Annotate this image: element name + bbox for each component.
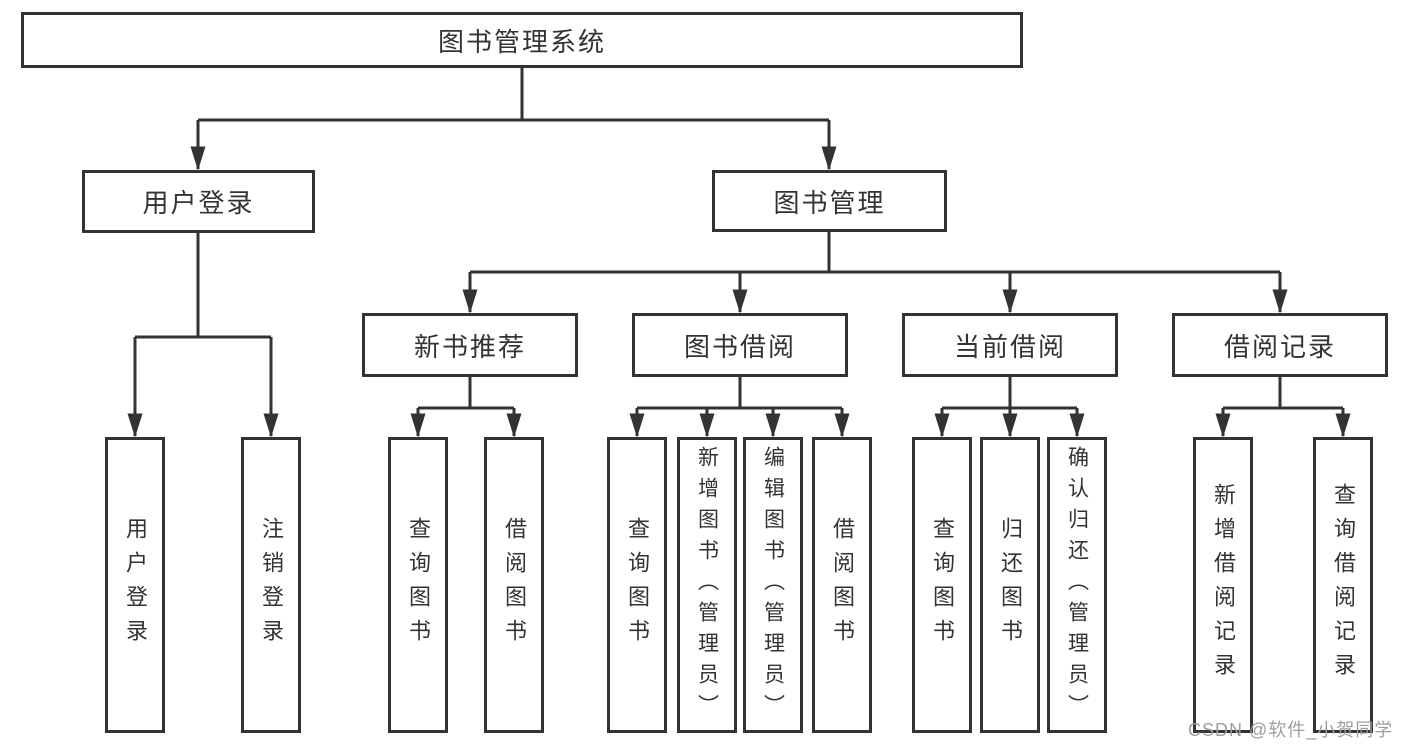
node-root-system: 图书管理系统 bbox=[21, 12, 1023, 68]
node-leaf-edit-books-admin: 编辑图书（管理员） bbox=[743, 437, 803, 733]
node-book-management: 图书管理 bbox=[712, 170, 947, 232]
node-leaf-query-books-borrow: 查询图书 bbox=[607, 437, 667, 733]
connectors bbox=[127, 66, 1351, 438]
node-book-borrow: 图书借阅 bbox=[632, 313, 848, 377]
watermark: CSDN @软件_小贺同学 bbox=[1188, 720, 1394, 740]
node-leaf-query-books-current: 查询图书 bbox=[912, 437, 972, 733]
node-leaf-borrow-books-recommend: 借阅图书 bbox=[484, 437, 544, 733]
node-borrow-records: 借阅记录 bbox=[1172, 313, 1388, 377]
node-leaf-add-borrow-record: 新增借阅记录 bbox=[1193, 437, 1253, 733]
node-leaf-borrow-books: 借阅图书 bbox=[812, 437, 872, 733]
node-leaf-return-books: 归还图书 bbox=[980, 437, 1040, 733]
node-new-book-recommend: 新书推荐 bbox=[362, 313, 578, 377]
node-leaf-logout: 注销登录 bbox=[241, 437, 301, 733]
node-leaf-confirm-return-admin: 确认归还（管理员） bbox=[1047, 437, 1107, 733]
node-leaf-query-borrow-record: 查询借阅记录 bbox=[1313, 437, 1373, 733]
node-leaf-query-books-recommend: 查询图书 bbox=[388, 437, 448, 733]
node-current-borrow: 当前借阅 bbox=[902, 313, 1118, 377]
node-user-login: 用户登录 bbox=[82, 170, 315, 233]
node-leaf-add-books-admin: 新增图书（管理员） bbox=[677, 437, 737, 733]
node-leaf-user-login: 用户登录 bbox=[105, 437, 165, 733]
